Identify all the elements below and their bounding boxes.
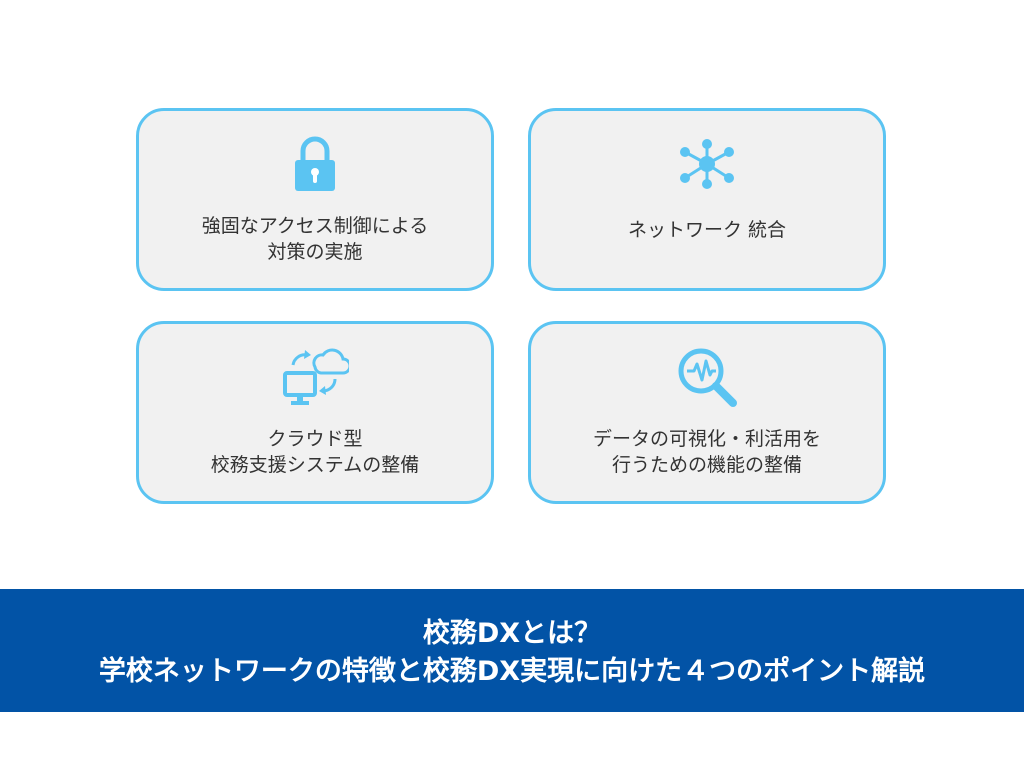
card-data-visualization: データの可視化・利活用を 行うための機能の整備 bbox=[528, 321, 886, 504]
title-banner: 校務DXとは？ 学校ネットワークの特徴と校務DX実現に向けた４つのポイント解説 bbox=[0, 589, 1024, 712]
card-label: クラウド型 校務支援システムの整備 bbox=[210, 428, 420, 476]
card-label: データの可視化・利活用を 行うための機能の整備 bbox=[592, 428, 821, 476]
lock-icon bbox=[280, 133, 350, 195]
card-access-control: 強固なアクセス制御による 対策の実施 bbox=[136, 108, 494, 291]
banner-title: 校務DXとは？ bbox=[422, 618, 602, 649]
network-hub-icon bbox=[672, 133, 742, 195]
banner-subtitle: 学校ネットワークの特徴と校務DX実現に向けた４つのポイント解説 bbox=[98, 656, 926, 687]
magnifier-pulse-icon bbox=[672, 346, 742, 408]
card-cloud-system: クラウド型 校務支援システムの整備 bbox=[136, 321, 494, 504]
card-label: ネットワーク 統合 bbox=[627, 219, 787, 241]
card-network-integration: ネットワーク 統合 bbox=[528, 108, 886, 291]
card-label: 強固なアクセス制御による 対策の実施 bbox=[201, 215, 429, 263]
cloud-sync-monitor-icon bbox=[280, 346, 350, 408]
